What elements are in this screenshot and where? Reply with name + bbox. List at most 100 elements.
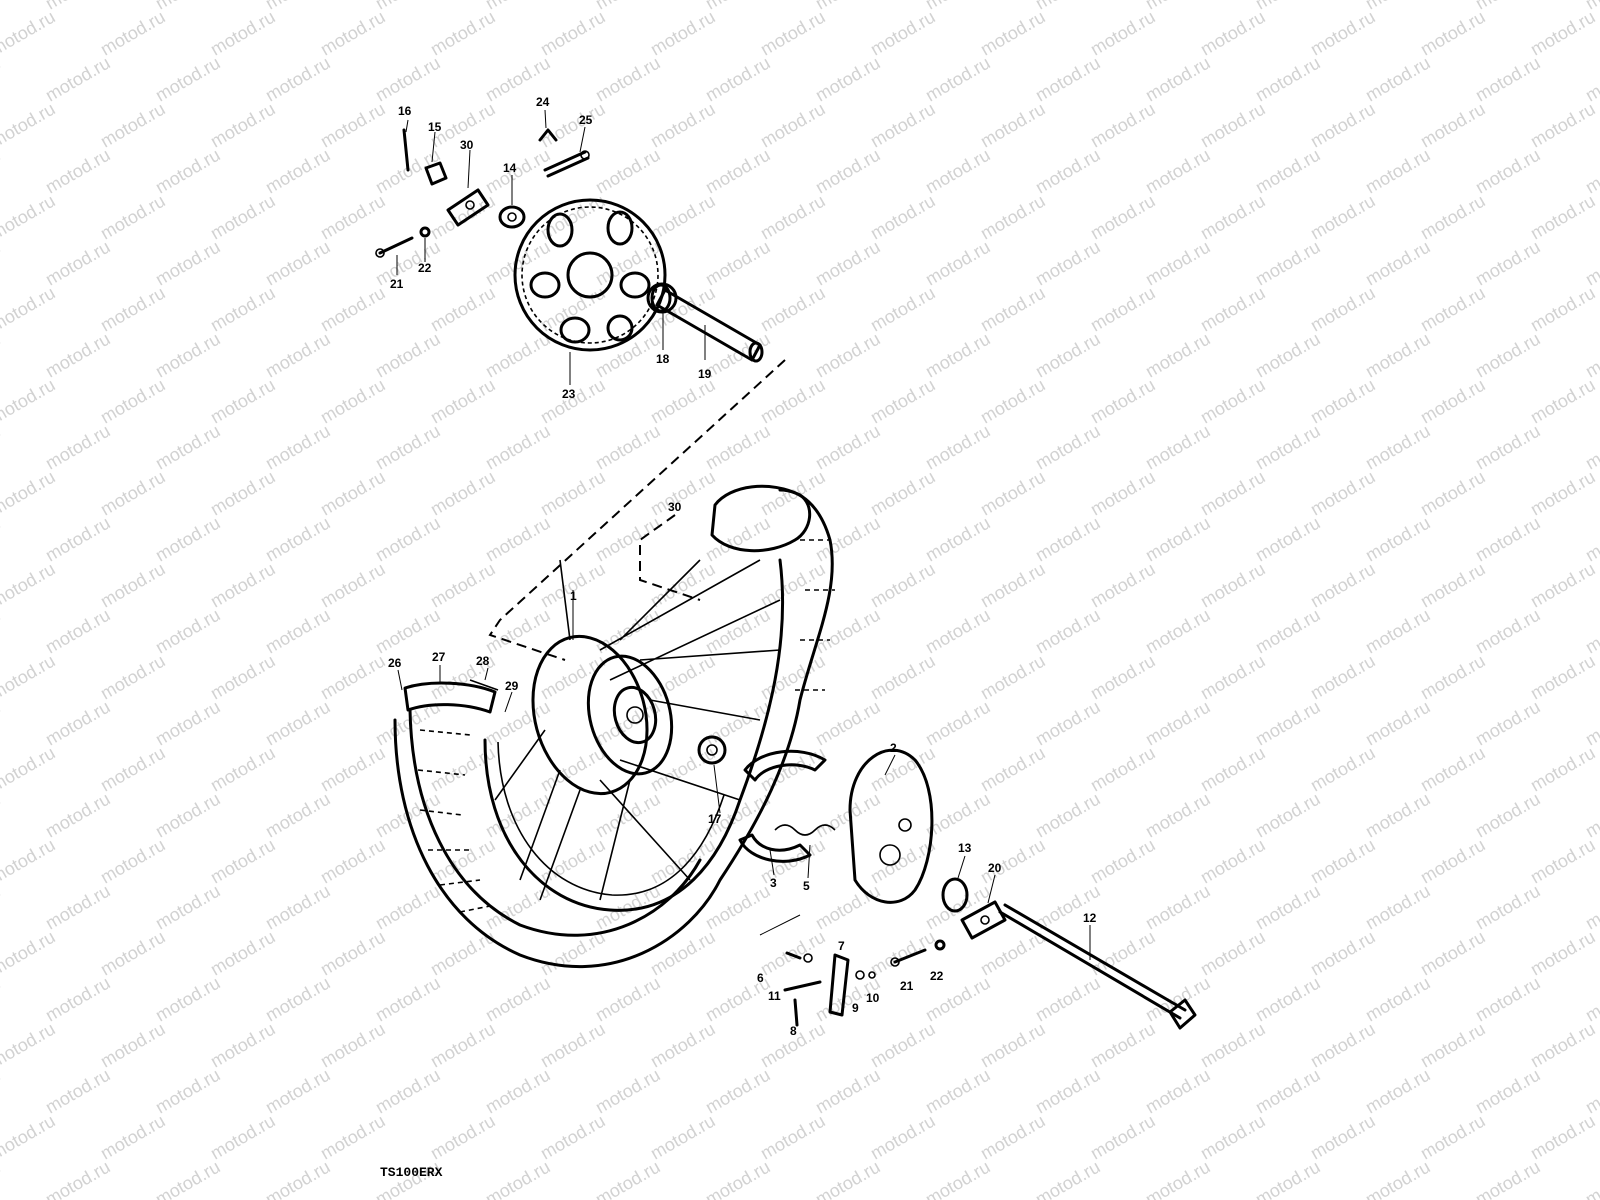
- watermark-text: motod.ru: [1307, 559, 1379, 612]
- watermark-text: motod.ru: [372, 237, 444, 290]
- watermark-text: motod.ru: [97, 651, 169, 704]
- watermark-text: motod.ru: [152, 881, 224, 934]
- watermark-text: motod.ru: [1472, 237, 1544, 290]
- watermark-text: motod.ru: [1527, 467, 1599, 520]
- watermark-text: motod.ru: [207, 375, 279, 428]
- watermark-text: motod.ru: [537, 651, 609, 704]
- watermark-text: motod.ru: [1527, 559, 1599, 612]
- watermark-text: motod.ru: [482, 1157, 554, 1200]
- watermark-text: motod.ru: [1197, 559, 1269, 612]
- label-15-top: 15: [428, 120, 442, 134]
- watermark-text: motod.ru: [317, 651, 389, 704]
- watermark-text: motod.ru: [0, 881, 4, 934]
- watermark-text: motod.ru: [922, 697, 994, 750]
- label-11: 11: [768, 989, 781, 1003]
- watermark-text: motod.ru: [1197, 375, 1269, 428]
- watermark-text: motod.ru: [1252, 421, 1324, 474]
- watermark-text: motod.ru: [757, 1111, 829, 1164]
- watermark-text: motod.ru: [1362, 697, 1434, 750]
- watermark-text: motod.ru: [1197, 1019, 1269, 1072]
- watermark-text: motod.ru: [1197, 99, 1269, 152]
- watermark-text: motod.ru: [537, 743, 609, 796]
- watermark-text: motod.ru: [0, 375, 59, 428]
- watermark-text: motod.ru: [592, 973, 664, 1026]
- watermark-text: motod.ru: [97, 191, 169, 244]
- watermark-text: motod.ru: [977, 375, 1049, 428]
- watermark-text: motod.ru: [1527, 1019, 1599, 1072]
- watermark-text: motod.ru: [1197, 467, 1269, 520]
- watermark-text: motod.ru: [1032, 973, 1104, 1026]
- watermark-text: motod.ru: [42, 1157, 114, 1200]
- watermark-text: motod.ru: [867, 99, 939, 152]
- label-28: 28: [476, 654, 490, 668]
- watermark-text: motod.ru: [922, 513, 994, 566]
- label-1: 1: [570, 589, 577, 603]
- watermark-text: motod.ru: [0, 1019, 59, 1072]
- watermark-text: motod.ru: [42, 1065, 114, 1118]
- watermark-text: motod.ru: [647, 1111, 719, 1164]
- watermark-text: motod.ru: [977, 99, 1049, 152]
- watermark-text: motod.ru: [262, 1157, 334, 1200]
- watermark-text: motod.ru: [372, 0, 444, 13]
- watermark-text: motod.ru: [152, 421, 224, 474]
- watermark-text: motod.ru: [702, 697, 774, 750]
- watermark-text: motod.ru: [152, 697, 224, 750]
- watermark-text: motod.ru: [1362, 881, 1434, 934]
- label-29: 29: [505, 679, 519, 693]
- watermark-text: motod.ru: [152, 513, 224, 566]
- watermark-text: motod.ru: [812, 605, 884, 658]
- watermark-text: motod.ru: [647, 7, 719, 60]
- watermark-text: motod.ru: [317, 467, 389, 520]
- watermark-text: motod.ru: [1362, 1157, 1434, 1200]
- watermark-text: motod.ru: [1417, 927, 1489, 980]
- watermark-text: motod.ru: [152, 237, 224, 290]
- watermark-text: motod.ru: [262, 697, 334, 750]
- watermark-text: motod.ru: [207, 191, 279, 244]
- label-18: 18: [656, 352, 670, 366]
- watermark-text: motod.ru: [537, 1111, 609, 1164]
- watermark-text: motod.ru: [757, 651, 829, 704]
- watermark-text: motod.ru: [42, 881, 114, 934]
- watermark-text: motod.ru: [1582, 237, 1600, 290]
- watermark-text: motod.ru: [262, 421, 334, 474]
- watermark-text: motod.ru: [0, 0, 4, 13]
- watermark-text: motod.ru: [977, 651, 1049, 704]
- watermark-text: motod.ru: [1087, 7, 1159, 60]
- watermark-text: motod.ru: [1307, 927, 1379, 980]
- watermark-text: motod.ru: [1417, 283, 1489, 336]
- watermark-text: motod.ru: [0, 605, 4, 658]
- watermark-text: motod.ru: [1582, 789, 1600, 842]
- watermark-text: motod.ru: [317, 7, 389, 60]
- label-6: 6: [757, 971, 764, 985]
- watermark-text: motod.ru: [0, 237, 4, 290]
- watermark-text: motod.ru: [757, 99, 829, 152]
- watermark-text: motod.ru: [1087, 283, 1159, 336]
- watermark-text: motod.ru: [427, 375, 499, 428]
- watermark-text: motod.ru: [1417, 467, 1489, 520]
- watermark-text: motod.ru: [317, 375, 389, 428]
- watermark-text: motod.ru: [152, 1065, 224, 1118]
- watermark-text: motod.ru: [262, 0, 334, 13]
- watermark-text: motod.ru: [482, 513, 554, 566]
- watermark-text: motod.ru: [1582, 973, 1600, 1026]
- label-10: 10: [866, 991, 880, 1005]
- watermark-text: motod.ru: [207, 1019, 279, 1072]
- watermark-text: motod.ru: [1472, 1065, 1544, 1118]
- watermark-text: motod.ru: [1087, 743, 1159, 796]
- watermark-text: motod.ru: [1472, 513, 1544, 566]
- watermark-text: motod.ru: [1527, 743, 1599, 796]
- watermark-text: motod.ru: [1197, 191, 1269, 244]
- watermark-text: motod.ru: [97, 283, 169, 336]
- watermark-text: motod.ru: [592, 1157, 664, 1200]
- watermark-text: motod.ru: [1087, 651, 1159, 704]
- watermark-text: motod.ru: [1582, 881, 1600, 934]
- washer-22-bottom: [934, 939, 946, 951]
- watermark-text: motod.ru: [592, 513, 664, 566]
- watermark-text: motod.ru: [1472, 329, 1544, 382]
- watermark-text: motod.ru: [867, 1019, 939, 1072]
- watermark-text: motod.ru: [812, 789, 884, 842]
- watermark-text: motod.ru: [97, 99, 169, 152]
- watermark-text: motod.ru: [482, 421, 554, 474]
- washer-9: [855, 970, 865, 980]
- watermark-text: motod.ru: [1582, 329, 1600, 382]
